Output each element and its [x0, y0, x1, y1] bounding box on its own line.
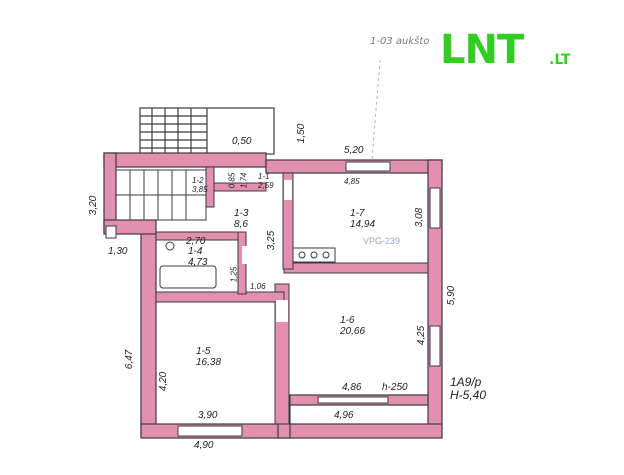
- logo-main-text: LNT: [440, 27, 524, 73]
- door-openings: [242, 180, 292, 322]
- dim-room5-bottom-inner: 3,90: [198, 410, 218, 421]
- dim-left-stair: 3,20: [88, 195, 100, 216]
- bath-fixtures: [159, 241, 217, 289]
- dim-corridor-vertical: 3,25: [266, 230, 278, 251]
- ghost-annotation: VPG-239: [363, 236, 401, 246]
- floor-stamp: 1A9/p H-5,40: [450, 376, 486, 402]
- dim-small-vertical-2: 1,74: [239, 172, 249, 189]
- dim-room5-bottom-outer: 4,90: [194, 440, 214, 451]
- dim-top-right-inner: 4,85: [344, 177, 360, 186]
- dim-left-outer: 6,47: [124, 349, 136, 370]
- logo-suffix-text: .LT: [549, 52, 571, 68]
- pencil-marks: [371, 59, 381, 161]
- dim-small-vertical-1: 0,85: [227, 172, 237, 189]
- dim-left-small: 1,30: [108, 246, 128, 257]
- dim-top-balcony: 0,50: [232, 136, 252, 147]
- stamp-line-2: H-5,40: [450, 388, 487, 402]
- dim-corridor-bottom: 1,06: [250, 282, 266, 291]
- dim-top-right-outer: 5,20: [344, 145, 364, 156]
- pencil-note: 1-03 aukšto: [370, 36, 430, 47]
- windows: [105, 161, 441, 437]
- stamp-line-1: 1A9/p: [450, 375, 482, 389]
- kitchen-fixtures: [292, 247, 336, 263]
- dim-balcony-side: 1,50: [296, 123, 308, 144]
- dim-room6-bottom-outer: 4,96: [334, 410, 354, 421]
- interior-stair: [115, 169, 207, 221]
- balcony-outline: [139, 107, 275, 155]
- dim-ceiling-height: h-250: [382, 382, 408, 393]
- dim-corridor-small: 1,25: [229, 266, 239, 283]
- dim-left-inner: 4,20: [158, 371, 170, 392]
- dim-right-inner: 4,25: [416, 325, 428, 346]
- dim-bath-top: 2,70: [186, 236, 206, 247]
- dim-kitchen-right: 3,08: [414, 207, 426, 228]
- dim-right-outer: 5,90: [446, 285, 458, 306]
- dim-room6-bottom-inner: 4,86: [342, 382, 362, 393]
